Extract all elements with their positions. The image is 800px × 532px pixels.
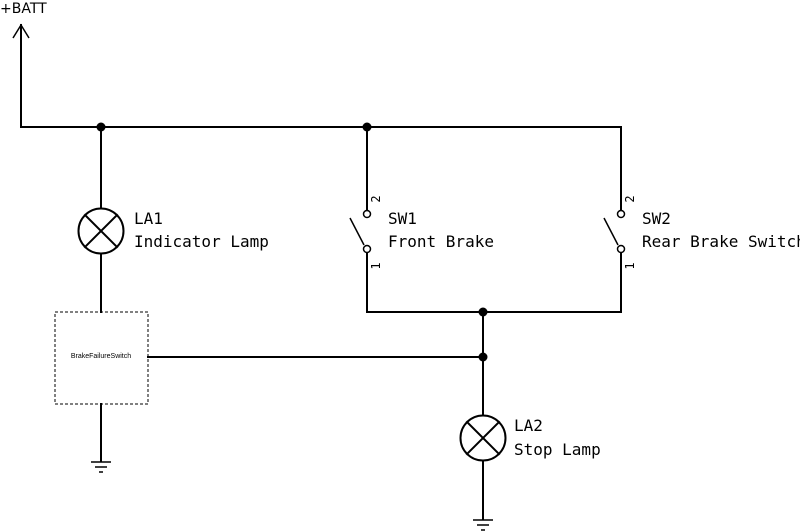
sw2-value: Rear Brake Switch bbox=[642, 232, 800, 251]
sw1-pin-bottom: 1 bbox=[369, 262, 383, 269]
la2-lamp-symbol bbox=[459, 414, 507, 462]
failure-switch-label: BrakeFailureSwitch bbox=[71, 353, 131, 360]
batt-supply: +BATT bbox=[0, 1, 47, 128]
batt-label: +BATT bbox=[0, 1, 47, 17]
la1-lamp-symbol bbox=[77, 207, 125, 255]
sw2-pin-top: 2 bbox=[623, 195, 637, 202]
la2-ref: LA2 bbox=[514, 416, 543, 435]
sw1-pin-top: 2 bbox=[369, 195, 383, 202]
sw2-switch-symbol bbox=[603, 209, 626, 254]
sw1-value: Front Brake bbox=[388, 232, 494, 251]
la1-value: Indicator Lamp bbox=[134, 232, 269, 251]
junction-dot bbox=[478, 352, 488, 362]
sw1-ref: SW1 bbox=[388, 209, 417, 228]
brake-failure-switch: BrakeFailureSwitch bbox=[54, 311, 149, 405]
la2-value: Stop Lamp bbox=[514, 440, 601, 459]
ground-symbol bbox=[473, 519, 493, 531]
sw1-switch-symbol bbox=[349, 209, 372, 254]
sw2-ref: SW2 bbox=[642, 209, 671, 228]
sw2-pin-bottom: 1 bbox=[623, 262, 637, 269]
la1-ref: LA1 bbox=[134, 209, 163, 228]
ground-symbol bbox=[91, 461, 111, 473]
